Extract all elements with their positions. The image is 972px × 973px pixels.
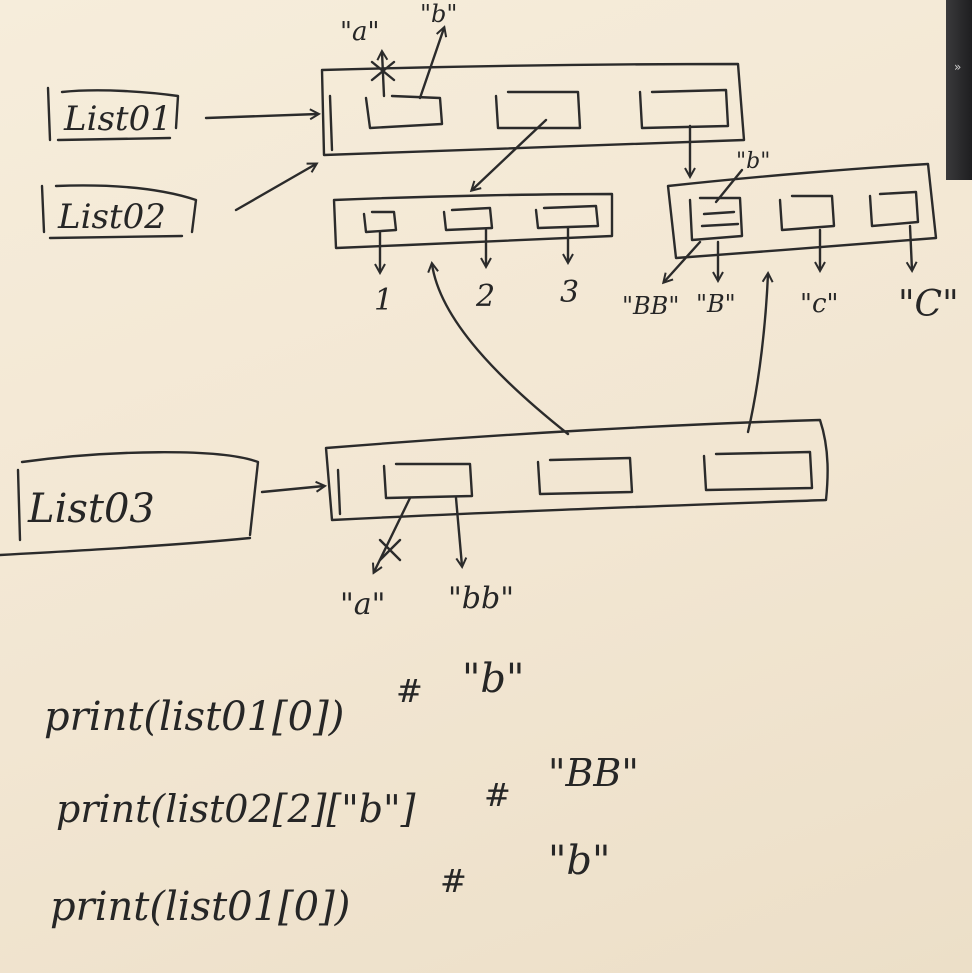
code-line-2: print(list02[2]["b"] # "BB"	[56, 751, 639, 831]
var-list02: List02	[40, 184, 198, 240]
value-1: 1	[374, 283, 393, 318]
code-2: print(list02[2]["b"]	[56, 787, 416, 831]
arrow-dict-BB	[664, 240, 702, 282]
dict-key-arrow	[714, 168, 744, 204]
arrow-list03-to-inner	[432, 264, 570, 436]
inner-list-node	[332, 192, 614, 250]
comment-2: #	[484, 776, 511, 814]
comment-1: #	[396, 672, 423, 710]
dict-value-c: "c"	[800, 289, 838, 319]
label-list02: List02	[57, 197, 166, 237]
dict-value-B: "B"	[696, 290, 736, 318]
dict-value-C: "C"	[898, 284, 959, 325]
arrow-list03-to-dict	[746, 274, 768, 434]
comment-3: #	[440, 862, 467, 900]
result-2: "BB"	[548, 751, 639, 795]
result-3: "b"	[548, 838, 610, 884]
crossed-out-mark-2	[378, 538, 402, 562]
var-list01: List01	[46, 86, 180, 142]
laptop-edge: »	[946, 0, 972, 180]
dict-value-BB: "BB"	[622, 292, 679, 320]
arrow-list02	[234, 164, 316, 212]
key-old-a: "a"	[340, 17, 379, 47]
outer-list-node	[320, 62, 746, 157]
result-1: "b"	[462, 656, 524, 702]
list03-node	[324, 418, 829, 522]
arrow-list03	[260, 486, 324, 494]
dict-node	[666, 162, 938, 260]
code-3: print(list01[0])	[50, 884, 350, 930]
value-2: 2	[475, 279, 495, 314]
new-list03-pointer	[454, 496, 462, 566]
key-new-b: "b"	[420, 0, 457, 28]
label-list03: List03	[27, 486, 155, 532]
code-line-3: print(list01[0]) # "b"	[50, 838, 610, 930]
old-pointer-arrow	[382, 52, 384, 98]
code-1: print(list01[0])	[44, 694, 344, 740]
value-3: 3	[560, 275, 579, 310]
arrow-to-inner-list	[472, 118, 548, 190]
list03-old-a: "a"	[340, 587, 385, 622]
crossed-out-mark	[370, 60, 396, 82]
new-pointer-arrow	[418, 28, 444, 100]
code-line-1: print(list01[0]) # "b"	[44, 656, 524, 740]
label-list01: List01	[63, 99, 172, 139]
var-list03: List03	[0, 451, 260, 557]
list03-new-bb: "bb"	[448, 581, 514, 616]
arrow-dict-C	[910, 224, 912, 270]
arrow-list01	[204, 114, 318, 118]
